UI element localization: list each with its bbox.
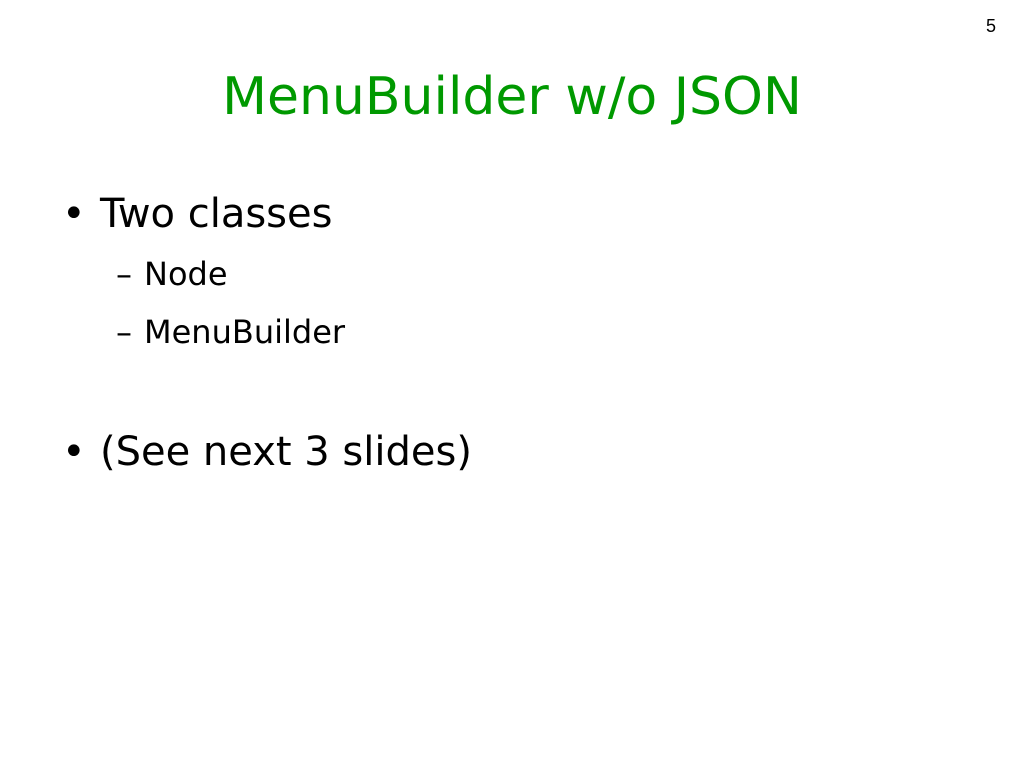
sub-bullet-text: Node <box>144 255 228 293</box>
bullet-text: (See next 3 slides) <box>100 429 472 475</box>
bullet-marker: • <box>62 429 86 475</box>
bullet-item: • Two classes <box>62 190 332 238</box>
sub-bullet-item: –MenuBuilder <box>116 312 345 352</box>
slide-title: MenuBuilder w/o JSON <box>222 67 802 127</box>
sub-bullet-marker: – <box>116 255 132 293</box>
sub-bullet-text: MenuBuilder <box>144 313 346 351</box>
sub-bullet-marker: – <box>116 313 132 351</box>
sub-bullet-item: –Node <box>116 254 228 294</box>
slide-number: 5 <box>985 16 996 36</box>
bullet-item: • (See next 3 slides) <box>62 428 472 476</box>
bullet-marker: • <box>62 191 86 237</box>
bullet-text: Two classes <box>100 191 333 237</box>
